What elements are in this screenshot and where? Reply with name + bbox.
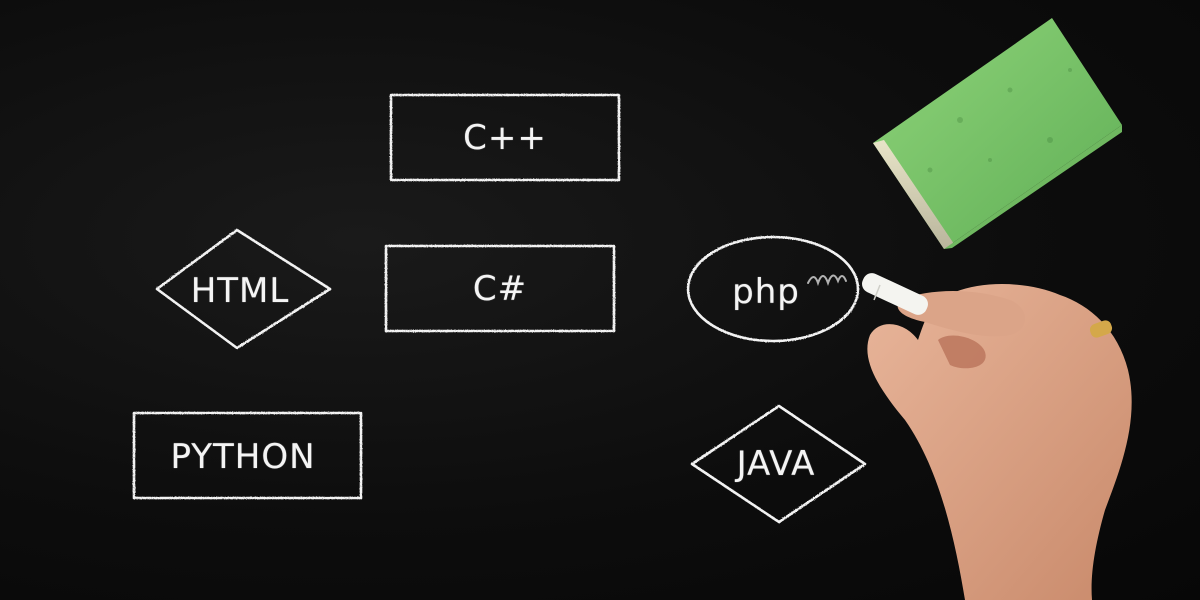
node-php-label: php [732,272,800,312]
node-csharp-label: C# [472,269,528,309]
node-java-label: JAVA [736,444,816,484]
node-php-ellipse [686,235,860,343]
chalk-scribble [807,274,847,287]
node-html-diamond [155,228,332,350]
node-java-diamond [690,404,867,524]
node-cpp-box [389,93,621,182]
node-python-box [132,411,363,500]
node-python-label: PYTHON [170,437,316,477]
chalk-stick [862,273,928,315]
hand-holding-chalk [862,273,1132,600]
node-csharp-box [384,244,616,333]
node-html-label: HTML [190,271,290,311]
node-cpp-label: C++ [463,118,547,158]
sponge-eraser [873,18,1122,249]
